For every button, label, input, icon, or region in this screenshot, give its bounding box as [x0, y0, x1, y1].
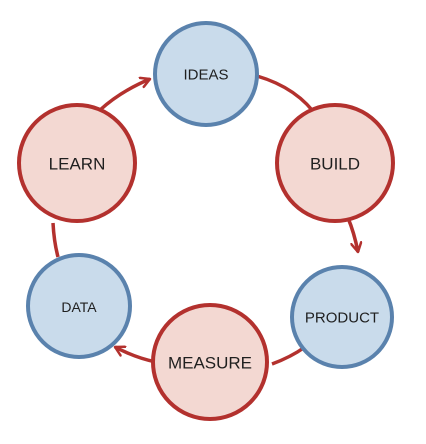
- node-learn: LEARN: [17, 103, 137, 223]
- edge-build-to-product: [346, 217, 358, 252]
- node-product: PRODUCT: [290, 265, 394, 369]
- node-product-label: PRODUCT: [305, 310, 379, 327]
- node-build-label: BUILD: [310, 155, 360, 174]
- node-measure: MEASURE: [151, 303, 269, 421]
- node-data-label: DATA: [61, 299, 97, 315]
- edge-measure-to-data: [115, 345, 157, 364]
- edge-learn-to-ideas: [98, 79, 150, 112]
- edge-product-to-measure: [271, 345, 307, 366]
- edge-data-to-learn: [51, 222, 60, 258]
- node-measure-label: MEASURE: [168, 354, 252, 373]
- node-data: DATA: [26, 253, 132, 359]
- node-ideas-label: IDEAS: [183, 67, 228, 84]
- node-ideas: IDEAS: [153, 21, 259, 127]
- node-learn-label: LEARN: [49, 155, 106, 174]
- node-build: BUILD: [275, 103, 395, 223]
